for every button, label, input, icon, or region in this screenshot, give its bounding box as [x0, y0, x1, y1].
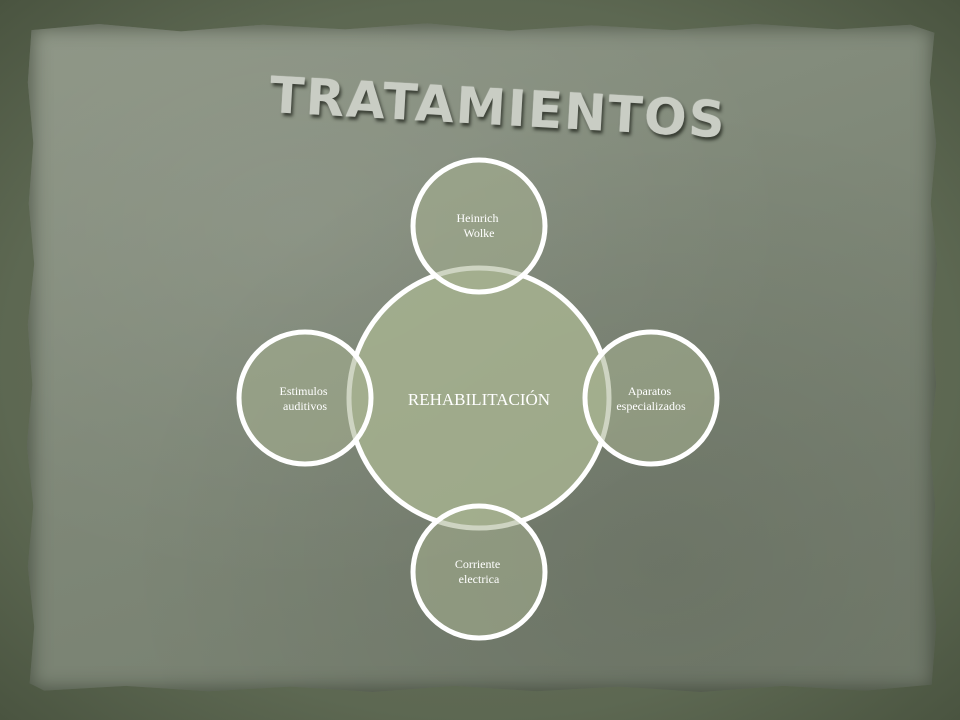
- center-node: REHABILITACIÓN: [346, 265, 612, 531]
- satellite-label-bottom: Corriente electrica: [455, 557, 503, 586]
- satellite-label-top-line-1: Heinrich: [457, 211, 499, 225]
- satellite-label-top-line-2: Wolke: [463, 226, 494, 240]
- satellite-node-bottom: Corriente electrica: [410, 503, 548, 641]
- satellite-circle-right: [582, 329, 720, 467]
- satellite-label-left: Estimulos auditivos: [279, 384, 330, 413]
- satellite-node-right: Aparatos especializados: [582, 329, 720, 467]
- center-label: REHABILITACIÓN: [408, 390, 550, 409]
- satellite-node-top: Heinrich Wolke: [410, 157, 548, 295]
- satellite-circle-bottom: [410, 503, 548, 641]
- satellite-label-right-line-1: Aparatos: [628, 384, 672, 398]
- satellite-label-bottom-line-2: electrica: [459, 572, 500, 586]
- satellite-circle-top: [410, 157, 548, 295]
- satellite-label-right-line-2: especializados: [616, 399, 686, 413]
- satellite-label-left-line-2: auditivos: [283, 399, 327, 413]
- satellite-label-top: Heinrich Wolke: [457, 211, 502, 240]
- satellite-circle-left: [236, 329, 374, 467]
- satellite-label-right: Aparatos especializados: [616, 384, 686, 413]
- satellite-label-bottom-line-1: Corriente: [455, 557, 500, 571]
- satellite-label-left-line-1: Estimulos: [279, 384, 327, 398]
- satellite-node-left: Estimulos auditivos: [236, 329, 374, 467]
